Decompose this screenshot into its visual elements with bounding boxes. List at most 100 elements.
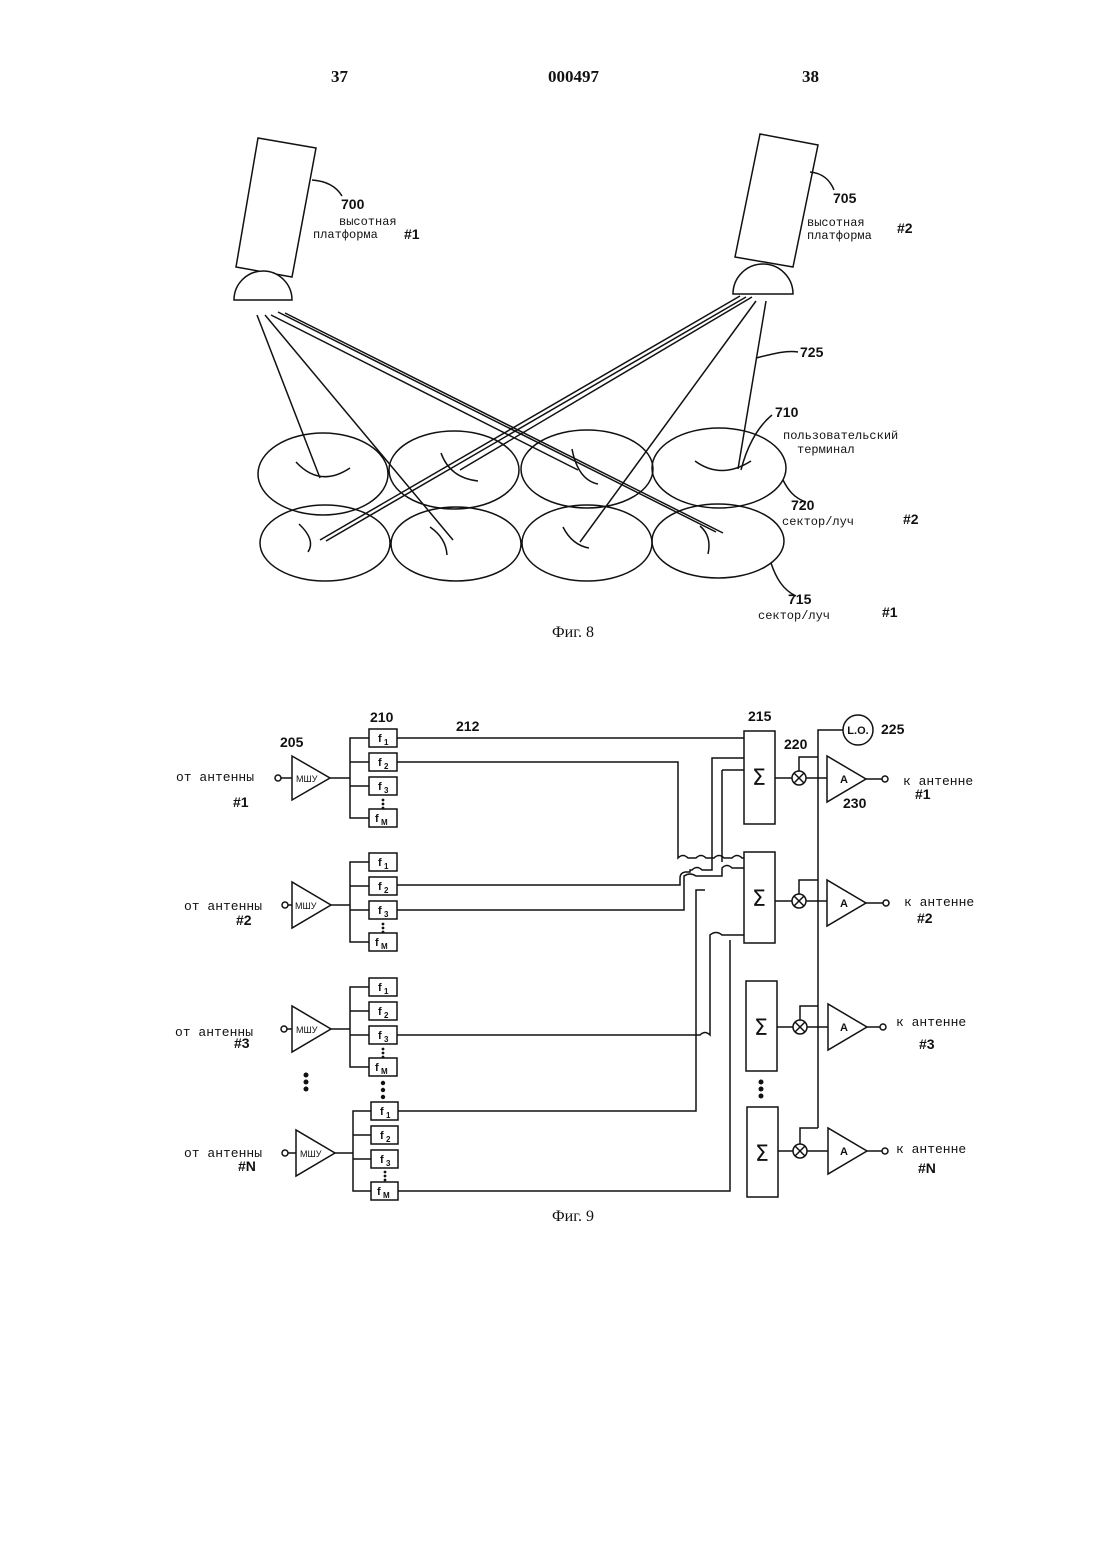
platform-1-label-line2: платформа: [313, 228, 378, 242]
figure-8-caption: Фиг. 8: [552, 624, 594, 641]
amp-ref: 230: [843, 795, 867, 811]
lna-n-label: МШУ: [300, 1149, 322, 1159]
svg-text:f: f: [377, 1186, 381, 1198]
svg-text:f: f: [378, 757, 382, 769]
output-2-label: к антенне: [904, 895, 974, 910]
filters-ref: 210: [370, 709, 394, 725]
input-2-port: [282, 902, 288, 908]
lna-2-label: МШУ: [295, 901, 317, 911]
figure-9-caption: Фиг. 9: [552, 1208, 594, 1225]
svg-text:M: M: [383, 1191, 390, 1200]
cell-bottom-4: [652, 504, 784, 578]
platform-1-leader: [312, 180, 342, 196]
svg-text:3: 3: [386, 1159, 391, 1168]
figure-8: 700 высотная платформа #1 705 высотная п…: [234, 134, 919, 641]
svg-text:f: f: [378, 1006, 382, 1018]
lna-3-label: МШУ: [296, 1025, 318, 1035]
lo-ref: 225: [881, 721, 905, 737]
filter-dots-n: [384, 1171, 387, 1182]
filter-n-2: f2: [371, 1126, 398, 1144]
svg-text:M: M: [381, 942, 388, 951]
platform-2-antenna-dome: [733, 264, 793, 294]
figure-9: 210 212 215 205 220 225 230 L.O.: [175, 708, 974, 1225]
svg-text:1: 1: [384, 738, 389, 747]
svg-text:f: f: [380, 1154, 384, 1166]
input-1-tag: #1: [233, 794, 249, 810]
filter-1-3: f3: [369, 777, 397, 795]
filter-1-m: fM: [369, 809, 397, 827]
output-n-label: к антенне: [896, 1142, 966, 1157]
lo-label: L.O.: [847, 725, 868, 737]
platform-1-tag: #1: [404, 226, 420, 242]
input-2-tag: #2: [236, 912, 252, 928]
amp-3-label: A: [840, 1022, 848, 1034]
output-1-tag: #1: [915, 786, 931, 802]
lna-1-label: МШУ: [296, 774, 318, 784]
platform-1-body: [236, 138, 316, 277]
mixer-ref: 220: [784, 736, 808, 752]
chain-2: Σ A к антенне #2: [744, 852, 974, 943]
sector-2-ref: 720: [791, 497, 815, 513]
local-oscillator: L.O.: [843, 715, 873, 745]
svg-text:f: f: [378, 982, 382, 994]
filter-2-3: f3: [369, 901, 397, 919]
cell-top-2: [389, 431, 519, 509]
summer-ref: 215: [748, 708, 772, 724]
cell-top-4: [652, 428, 786, 508]
link-ref: 725: [800, 344, 824, 360]
platform-1: [234, 138, 342, 300]
filter-3-m: fM: [369, 1058, 397, 1076]
output-1-label: к антенне: [903, 774, 973, 789]
platform-2-label-line2: платформа: [807, 229, 872, 243]
filter-3-1: f1: [369, 978, 397, 996]
mixer-n: [793, 1144, 807, 1158]
terminal-label-line2: терминал: [797, 443, 855, 457]
svg-text:f: f: [380, 1130, 384, 1142]
mixer-1: [792, 771, 806, 785]
svg-text:f: f: [378, 781, 382, 793]
svg-text:M: M: [381, 818, 388, 827]
page-number-right: 38: [802, 67, 819, 86]
input-n-port: [282, 1150, 288, 1156]
link-leader: [756, 351, 798, 358]
svg-text:3: 3: [384, 786, 389, 795]
svg-text:2: 2: [386, 1135, 391, 1144]
svg-text:f: f: [378, 1030, 382, 1042]
summer-n-symbol: Σ: [755, 1142, 769, 1167]
output-n-port: [882, 1148, 888, 1154]
svg-text:f: f: [378, 857, 382, 869]
input-1-label: от антенны: [176, 770, 254, 785]
summer-3-symbol: Σ: [754, 1016, 768, 1041]
chain-n: Σ A к антенне #N: [747, 1107, 966, 1197]
document-number: 000497: [548, 67, 600, 86]
sector-1-ref: 715: [788, 591, 812, 607]
output-2-port: [883, 900, 889, 906]
platform-2-ref: 705: [833, 190, 857, 206]
svg-text:f: f: [375, 813, 379, 825]
filter-dots-3: [382, 1048, 385, 1059]
svg-text:f: f: [378, 905, 382, 917]
svg-text:2: 2: [384, 886, 389, 895]
filter-dots-2: [382, 923, 385, 934]
input-1-port: [275, 775, 281, 781]
mixer-2: [792, 894, 806, 908]
sector-2-tag: #2: [903, 511, 919, 527]
svg-text:1: 1: [386, 1111, 391, 1120]
terminal-ref: 710: [775, 404, 799, 420]
output-3-port: [880, 1024, 886, 1030]
row-2: от антенны #2 МШУ f1 f2 f3 fM: [184, 853, 397, 951]
row-3: от антенны #3 МШУ f1 f2 f3 fM: [175, 978, 397, 1076]
filter-1-1: f1: [369, 729, 397, 747]
cell-bottom-3: [522, 505, 652, 581]
output-3-label: к антенне: [896, 1015, 966, 1030]
platform-1-ref: 700: [341, 196, 365, 212]
svg-text:3: 3: [384, 910, 389, 919]
svg-text:2: 2: [384, 1011, 389, 1020]
svg-text:2: 2: [384, 762, 389, 771]
svg-text:f: f: [375, 1062, 379, 1074]
filter-2-m: fM: [369, 933, 397, 951]
output-1-port: [882, 776, 888, 782]
cell-top-1: [258, 433, 388, 515]
output-3-tag: #3: [919, 1036, 935, 1052]
